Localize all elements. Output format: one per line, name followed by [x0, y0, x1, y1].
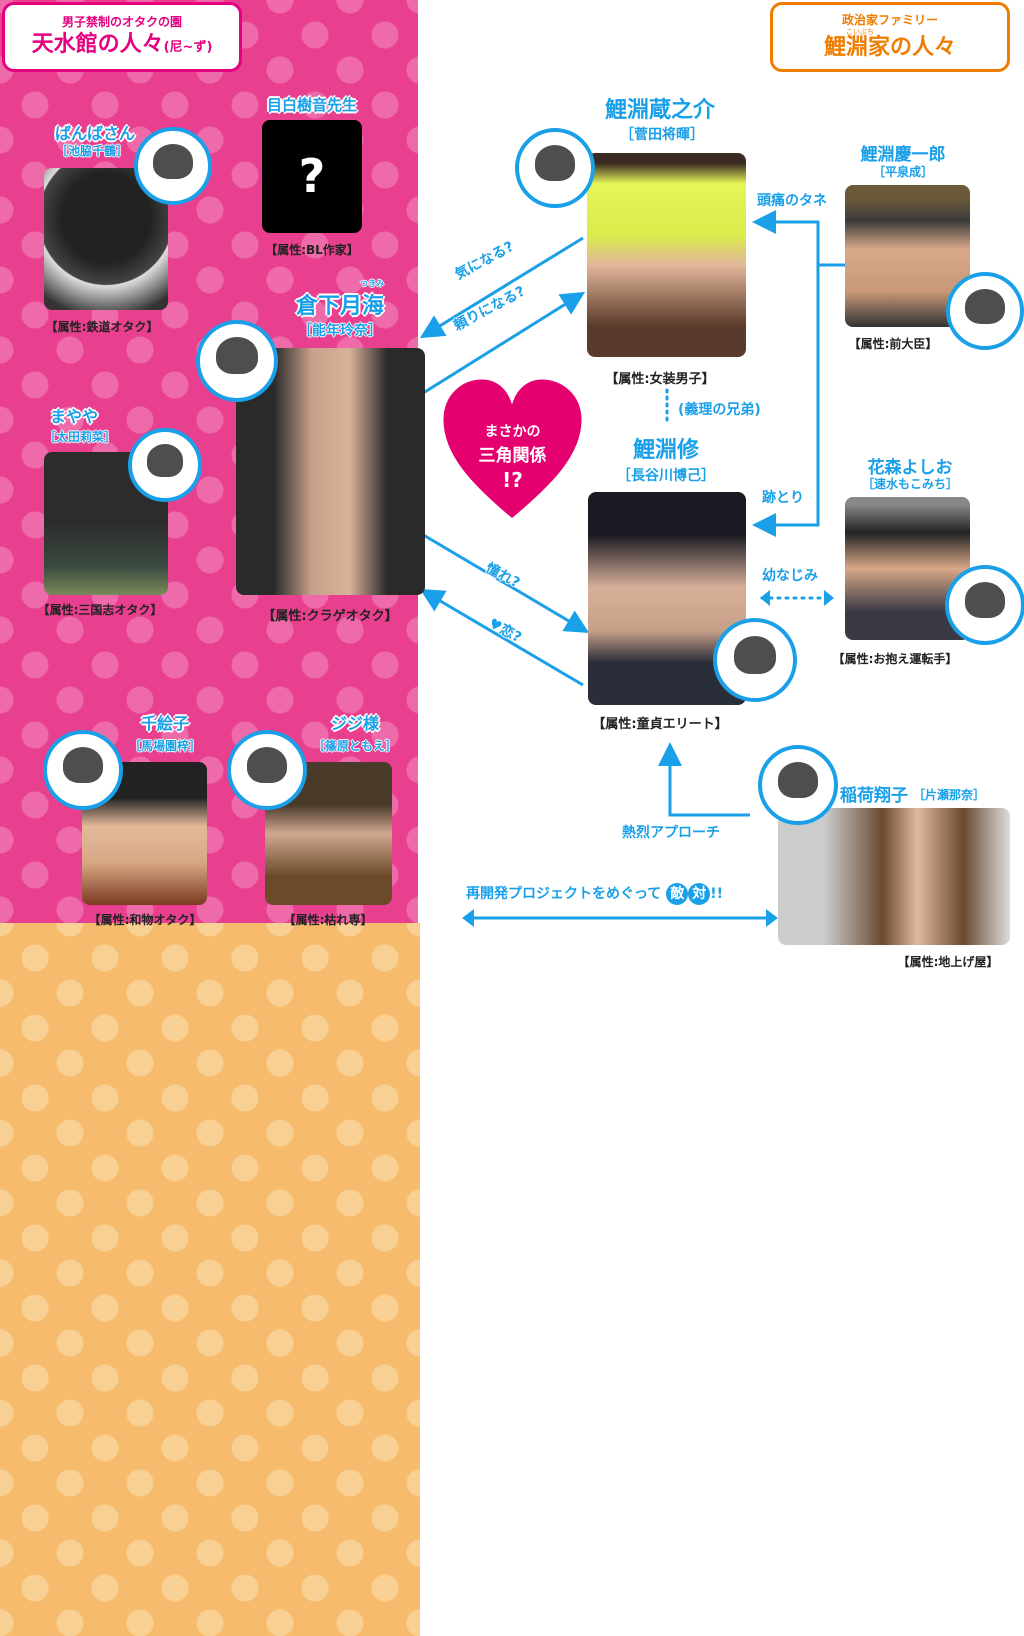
group-ruby: こいぶち: [845, 28, 875, 36]
amamizukan-title-box: 男子禁制のオタクの園 天水館の人々(尼~ず): [2, 2, 242, 72]
tsukimi-attr: 【属性:クラゲオタク】: [262, 609, 398, 624]
shu-attr: 【属性:童貞エリート】: [592, 717, 728, 732]
group-title: 鯉淵家の人々: [823, 35, 956, 60]
label-approach: 熱烈アプローチ: [622, 825, 720, 841]
mejiro-attr: 【属性:BL作家】: [265, 243, 359, 257]
tsukimi-actor: ［能年玲奈］: [298, 323, 382, 339]
label-giri: (義理の兄弟): [678, 402, 761, 418]
keiichiro-attr: 【属性:前大臣】: [848, 337, 938, 351]
arrow-zutsu: [752, 210, 845, 267]
koibuchi-panel: [0, 923, 420, 1636]
chieko-attr: 【属性:和物オタク】: [88, 913, 202, 927]
label-osananajimi: 幼なじみ: [762, 568, 818, 584]
heart-icon: [440, 376, 585, 522]
group-title: 天水館の人々(尼~ず): [5, 30, 239, 63]
banba-actor: ［池脇千鶴］: [55, 144, 129, 158]
heart-line1: まさかの: [484, 424, 541, 440]
shu-name: 鯉淵修: [632, 438, 700, 463]
arrow-kininaru: [419, 236, 584, 339]
badge-teki: 敵: [666, 883, 689, 905]
hanamori-actor: ［速水もこみち］: [861, 477, 959, 491]
group-subtitle: 政治家ファミリー: [841, 13, 938, 27]
kuranosuke-attr: 【属性:女装男子】: [605, 372, 715, 387]
arrow-tayori: [419, 291, 586, 397]
hanamori-attr: 【属性:お抱え運転手】: [832, 652, 958, 666]
chieko-actor: ［馬場園梓］: [128, 739, 202, 753]
arrow-atotori: [752, 265, 820, 537]
tsukimi-photo: [236, 348, 425, 595]
arrow-approach: [658, 742, 750, 817]
keiichiro-actor: ［平泉成］: [872, 165, 934, 179]
mayaya-name: まやや: [49, 407, 99, 426]
keiichiro-name: 鯉淵慶一郎: [860, 145, 946, 165]
banba-attr: 【属性:鉄道オタク】: [45, 320, 159, 334]
tsukimi-manga-icon: [196, 320, 278, 402]
jiji-actor: ［篠原ともえ］: [312, 739, 398, 753]
inari-actor: ［片瀬那奈］: [913, 788, 986, 802]
mayaya-actor: ［太田莉菜］: [43, 430, 117, 444]
redevelop-text: 再開発プロジェクトをめぐって: [466, 886, 662, 902]
heart-line2: 三角関係: [478, 446, 547, 466]
hanamori-name: 花森よしお: [867, 458, 953, 478]
group-subtitle: 男子禁制のオタクの園: [61, 15, 182, 29]
keiichiro-manga-icon: [946, 272, 1024, 350]
kuranosuke-actor: ［菅田将暉］: [620, 127, 704, 143]
koibuchi-title-box: 政治家ファミリー こいぶち 鯉淵家の人々: [770, 2, 1010, 72]
banba-manga-icon: [134, 127, 212, 205]
jiji-attr: 【属性:枯れ専】: [283, 913, 373, 927]
inari-photo: [778, 808, 1010, 945]
inari-manga-icon: [758, 745, 838, 825]
arrow-akogare: [419, 531, 590, 634]
relation-arrows: [419, 210, 845, 927]
kuranosuke-photo: [587, 153, 746, 357]
label-redevelop: 再開発プロジェクトをめぐって 敵対!!: [466, 883, 723, 905]
group-title-text: 天水館の人々: [31, 32, 164, 57]
shu-manga-icon: [713, 618, 797, 702]
jiji-manga-icon: [227, 730, 307, 810]
label-atotori: 跡とり: [762, 490, 804, 506]
arrow-koi: [419, 588, 584, 687]
inari-name: 稲荷翔子: [840, 786, 908, 806]
hanamori-manga-icon: [945, 565, 1024, 645]
mayaya-attr: 【属性:三国志オタク】: [37, 603, 163, 617]
jiji-name: ジジ様: [330, 714, 380, 733]
inari-attr: 【属性:地上げ屋】: [897, 955, 999, 969]
tsukimi-ruby: つきみ: [360, 279, 384, 288]
banba-name: ばんばさん: [54, 124, 136, 143]
group-title-suffix: (尼~ず): [163, 40, 213, 55]
badge-tai: 対: [688, 883, 711, 905]
mejiro-photo-unknown: ?: [262, 120, 362, 233]
label-zutsu: 頭痛のタネ: [757, 193, 827, 209]
tsukimi-name: 倉下月海: [295, 294, 385, 319]
bang: !!: [710, 886, 723, 902]
kuranosuke-manga-icon: [515, 128, 595, 208]
kuranosuke-name: 鯉淵蔵之介: [604, 98, 716, 123]
triangle-heart: まさかの 三角関係 !?: [440, 375, 585, 525]
heart-line3: !?: [502, 468, 523, 492]
mejiro-name: 目白樹音先生: [266, 96, 358, 114]
chieko-name: 千絵子: [140, 714, 190, 733]
chieko-manga-icon: [43, 730, 123, 810]
mayaya-manga-icon: [128, 428, 202, 502]
shu-actor: ［長谷川博己］: [617, 468, 715, 484]
